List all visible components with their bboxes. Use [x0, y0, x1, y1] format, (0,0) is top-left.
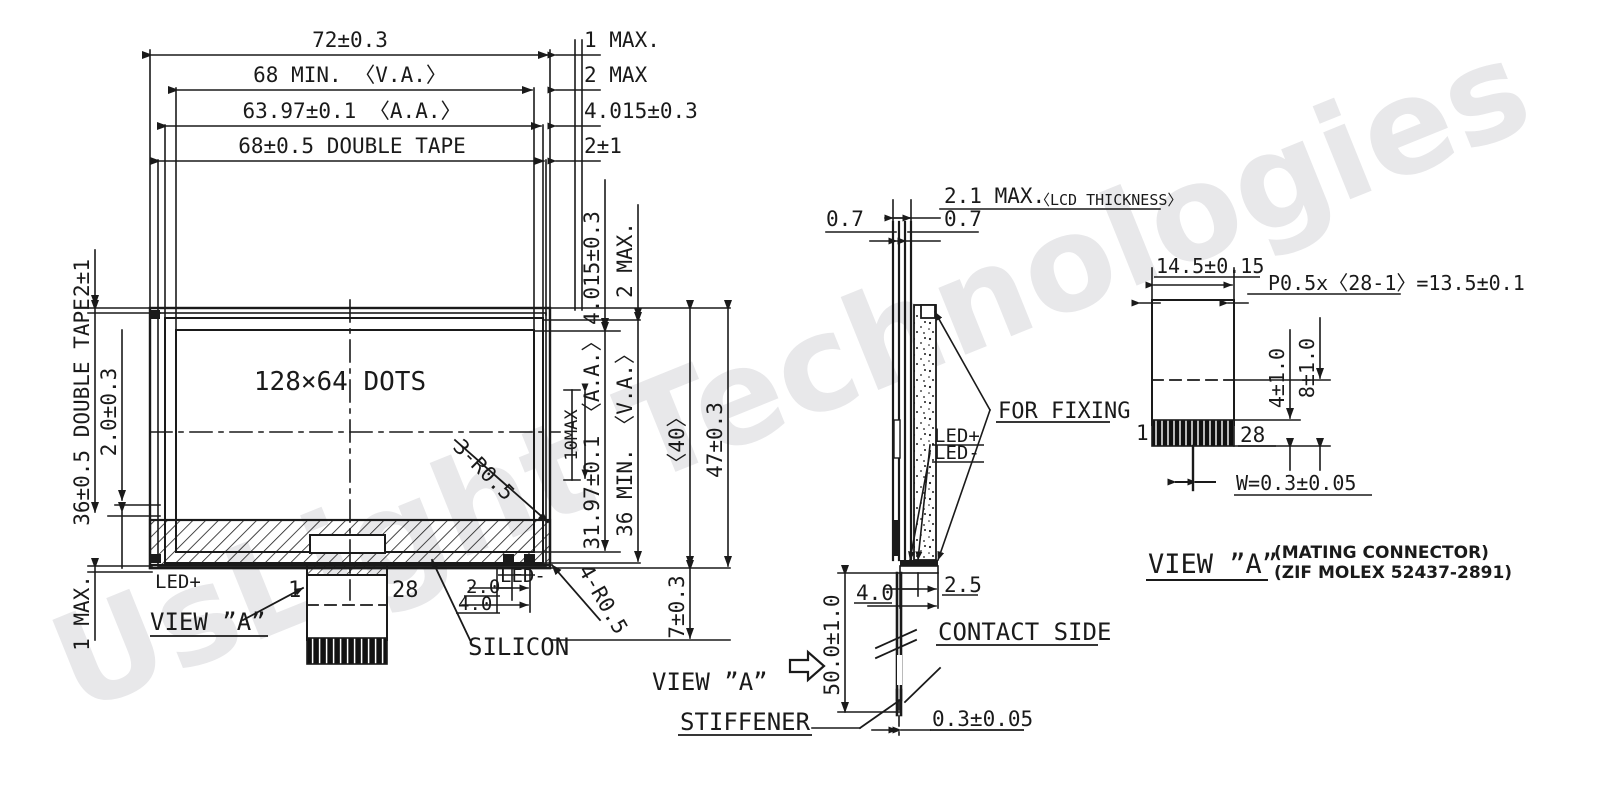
dim-pad-4: 4±1.0: [1265, 348, 1289, 408]
dim-fpc-length: 50.0±1.0: [820, 594, 844, 695]
dim-v-4015: 4.015±0.3: [580, 211, 604, 325]
label-view-a-left: VIEW ”A”: [150, 608, 266, 636]
dim-v-40: 〈40〉: [665, 406, 689, 473]
dim-l-2pm1: 2±1: [70, 259, 94, 297]
detail-caption-note-1: (MATING CONNECTOR): [1274, 543, 1489, 563]
label-led-minus: LED-: [500, 565, 546, 587]
side-view-labels: 2.1 MAX. 〈LCD THICKNESS〉 0.7 0.7 50.0±1.…: [652, 184, 1182, 736]
label-led-pitch-2: 2.0: [466, 576, 500, 598]
dim-fpc-thickness: 0.3±0.05: [932, 707, 1033, 731]
label-view-a-side: VIEW ”A”: [652, 668, 768, 696]
front-left-vertical-labels: 2±1 36±0.5 DΟUBLE TAPE 2.0±0.3 1 MAX.: [70, 259, 121, 651]
view-a-arrow-icon: [788, 649, 826, 683]
label-led-plus: LED+: [155, 571, 201, 593]
front-leaders: [241, 438, 602, 642]
front-view-outline: [148, 299, 561, 665]
dim-pad-8: 8±1.0: [1295, 338, 1319, 398]
dim-right-2max: 2 MAX: [584, 63, 648, 87]
front-top-dimensions: [142, 49, 551, 333]
dim-v-2max: 2 MAX.: [613, 222, 637, 298]
label-led-pitch-4: 4.0: [458, 593, 492, 615]
dim-overall-width: 72±0.3: [312, 28, 388, 52]
label-stiffener: STIFFENER: [680, 708, 811, 736]
dim-l-double-tape: 36±0.5 DΟUBLE TAPE: [70, 298, 94, 526]
dim-v-47: 47±0.3: [703, 402, 727, 478]
dim-v-aa-height: 31.97±0.1 〈A.A.〉: [580, 330, 604, 549]
label-detail-pin-1: 1: [1136, 421, 1149, 445]
dim-right-2pm1: 2±1: [584, 134, 622, 158]
dim-glass-right: 0.7: [944, 207, 982, 231]
dim-pad-2p5: 2.5: [944, 573, 982, 597]
detail-view-labels: 14.5±0.15 P0.5x〈28-1〉=13.5±0.1 4±1.0 8±1…: [1136, 254, 1525, 583]
label-pin-1: 1: [288, 578, 301, 603]
detail-view-caption: VIEW ”A”: [1148, 549, 1278, 580]
front-top-dimension-labels: 72±0.3 68 MIN. 〈V.A.〉 63.97±0.1 〈A.A.〉 6…: [238, 28, 466, 158]
dim-right-1max: 1 MAX.: [584, 28, 660, 52]
dim-trace-width: W=0.3±0.05: [1236, 471, 1356, 495]
dim-active-area-width: 63.97±0.1 〈A.A.〉: [242, 99, 461, 123]
label-pin-28: 28: [392, 578, 419, 603]
dim-fpc-width: 14.5±0.15: [1156, 254, 1264, 278]
dim-v-va-height: 36 MIN. 〈V.A.〉: [613, 343, 637, 537]
front-annotations: LED+ LED- SILICΟN 1 28 VIEW ”A” 2.0 4.0: [150, 565, 569, 661]
detail-view-outline: [1151, 299, 1235, 492]
side-view-dimensions: [811, 199, 1161, 734]
label-silicon: SILICΟN: [468, 633, 569, 661]
dim-double-tape-width: 68±0.5 DΟUBLE TAPE: [238, 134, 466, 158]
label-detail-pin-28: 28: [1240, 423, 1265, 447]
front-left-vertical-dims: [87, 249, 161, 641]
dim-right-4015: 4.015±0.3: [584, 99, 698, 123]
label-for-fixing: FΟR FIXING: [998, 399, 1130, 424]
front-right-vertical-dims: [533, 179, 732, 641]
label-radius-3: 3-R0.5: [448, 435, 519, 506]
dim-pad-4p0: 4.0: [856, 581, 894, 605]
dim-glass-left: 0.7: [826, 207, 864, 231]
front-right-short-dims: [547, 39, 601, 311]
label-side-led-minus: LED-: [934, 442, 980, 464]
dim-lcd-thickness: 2.1 MAX.: [944, 184, 1045, 208]
display-resolution-label: 128×64 DΟTS: [254, 367, 426, 397]
dim-viewing-area-width: 68 MIN. 〈V.A.〉: [253, 63, 447, 87]
dim-l-2p0: 2.0±0.3: [97, 368, 121, 457]
detail-caption-note-2: (ZIF MOLEX 52437-2891): [1274, 563, 1512, 583]
dim-lcd-thickness-note: 〈LCD THICKNESS〉: [1035, 191, 1182, 209]
side-view-outline: [874, 220, 939, 736]
dim-v-7: 7±0.3: [665, 575, 689, 638]
dim-pitch: P0.5x〈28-1〉=13.5±0.1: [1268, 271, 1525, 295]
label-contact-side: CΟNTACT SIDE: [938, 618, 1111, 646]
front-right-short-labels: 1 MAX. 2 MAX 4.015±0.3 2±1: [584, 28, 698, 158]
dim-v-10max: 10MAX: [562, 409, 582, 461]
front-right-vertical-labels: 4.015±0.3 2 MAX. 31.97±0.1 〈A.A.〉 36 MIN…: [562, 211, 727, 639]
dim-l-1max: 1 MAX.: [70, 575, 94, 651]
label-side-led-plus: LED+: [934, 425, 980, 447]
